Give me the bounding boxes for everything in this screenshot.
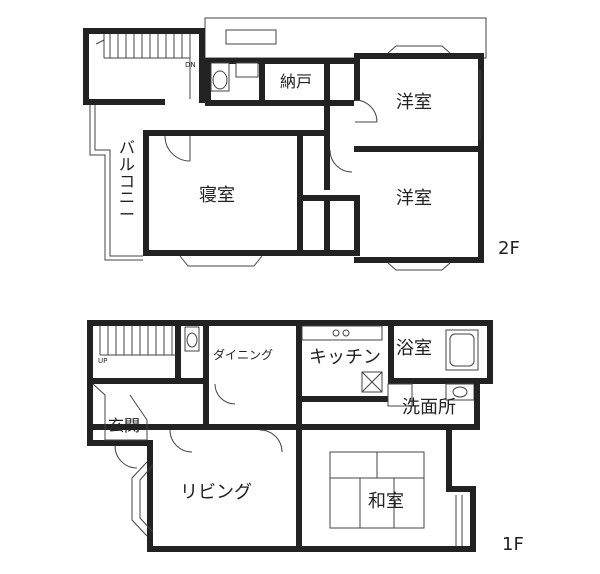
room-label-bathroom: 浴室 xyxy=(396,338,432,359)
first-floor-plan xyxy=(87,320,493,552)
balcony-outline xyxy=(94,105,143,257)
kitchen-counter xyxy=(301,325,383,341)
room-label-balcony: バルコニー xyxy=(119,138,136,225)
room-label-bedroom: 寝室 xyxy=(199,185,235,206)
room-label-dining: ダイニング xyxy=(213,348,274,362)
second-floor-plan xyxy=(83,17,487,271)
stair-1f xyxy=(99,326,175,356)
room-label-western-room-2: 洋室 xyxy=(396,188,432,209)
room-label-storage: 納戸 xyxy=(280,72,313,91)
bay-window-living xyxy=(131,461,148,537)
room-label-entrance: 玄関 xyxy=(108,416,141,435)
washer xyxy=(387,383,413,407)
bathtub xyxy=(445,329,479,371)
skylight xyxy=(225,29,277,45)
room-label-washroom: 洗面所 xyxy=(402,397,456,418)
dn-label: DN xyxy=(185,61,196,69)
room-label-japanese-room: 和室 xyxy=(368,491,404,512)
stair-2f xyxy=(83,28,205,105)
room-label-kitchen: キッチン xyxy=(309,347,381,368)
floor-label-1f: 1F xyxy=(502,534,524,555)
bay-window-1 xyxy=(387,45,451,54)
entrance-outline xyxy=(92,383,148,441)
tatami-mats xyxy=(329,451,425,529)
bay-window-2 xyxy=(387,262,451,271)
up-label: UP xyxy=(98,357,108,365)
bay-window-bedroom xyxy=(179,255,263,267)
room-label-western-room-1: 洋室 xyxy=(396,92,432,113)
room-label-living: リビング xyxy=(180,482,252,503)
roof-outline xyxy=(204,17,487,59)
sink-2f xyxy=(235,62,259,78)
floor-label-2f: 2F xyxy=(498,238,520,259)
